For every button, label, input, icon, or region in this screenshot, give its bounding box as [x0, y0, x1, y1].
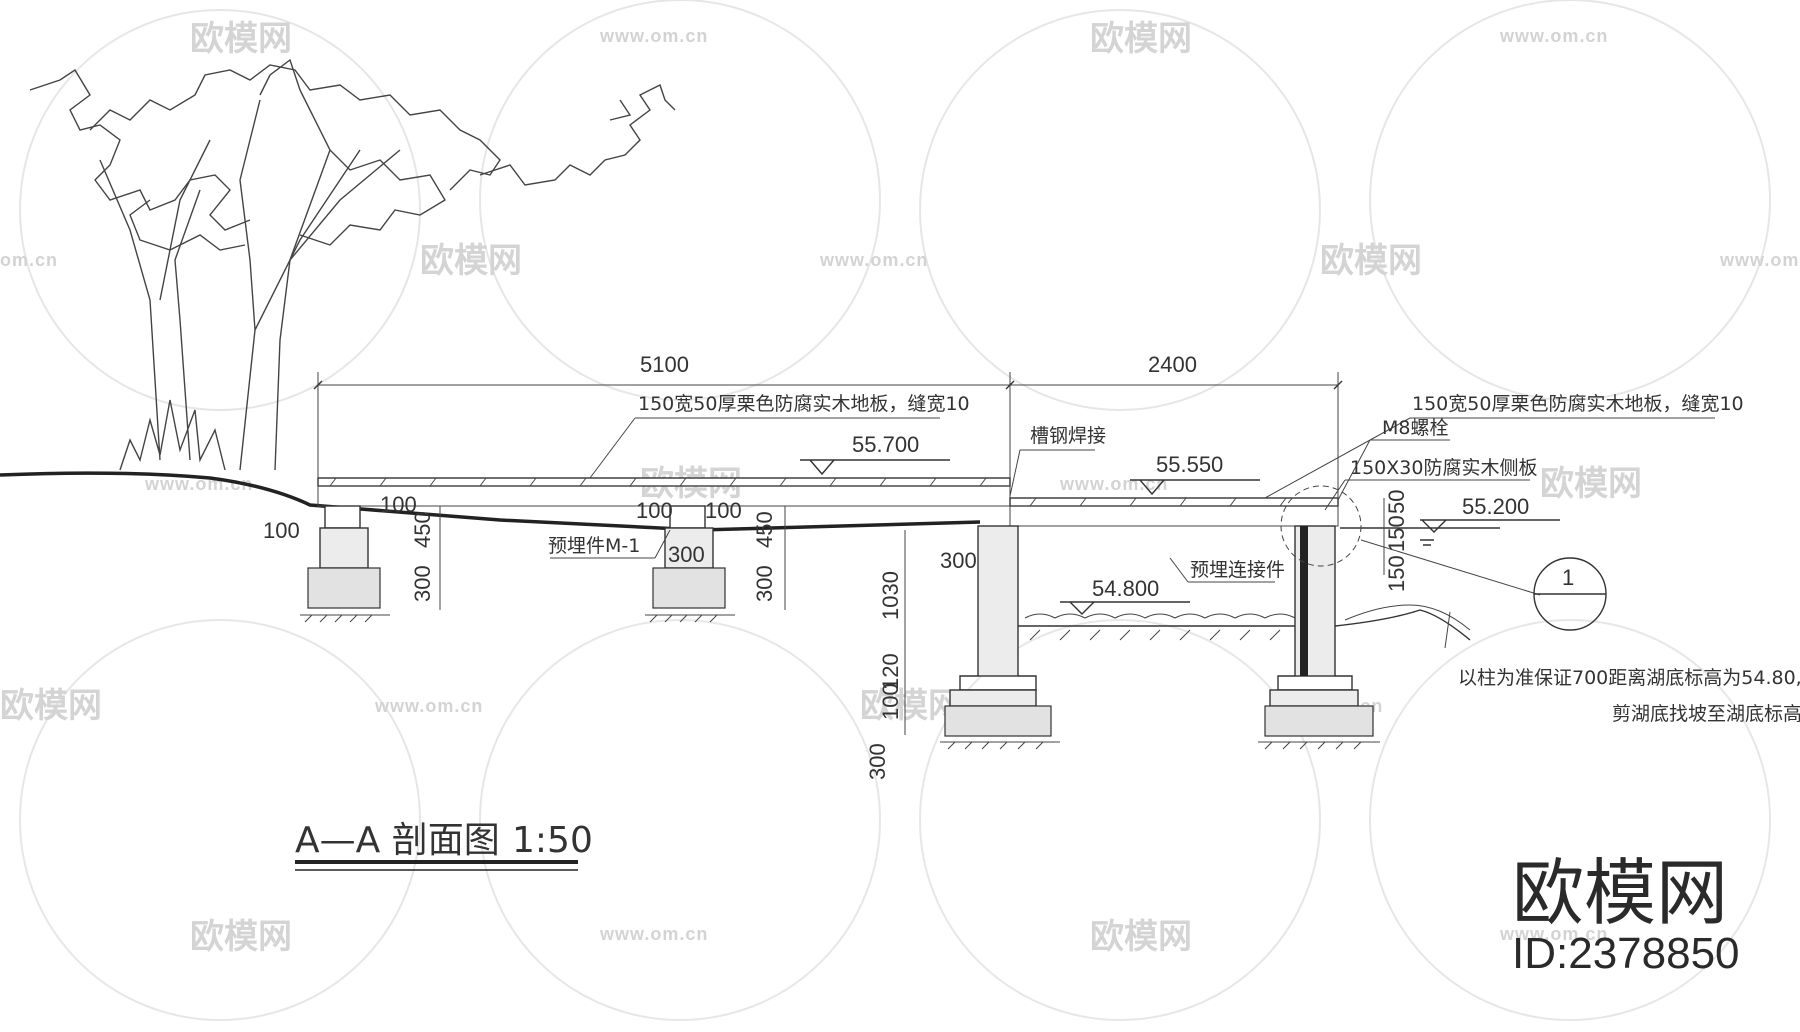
label-bolt: M8螺栓 — [1382, 417, 1448, 439]
watermark-brand: 欧模网 — [1320, 241, 1422, 281]
label-side-board: 150X30防腐实木侧板 — [1350, 457, 1537, 479]
pier-2 — [645, 505, 735, 623]
watermark-url: www.om.cn — [1719, 250, 1800, 270]
watermark-brand: 欧模网 — [0, 686, 102, 726]
label-board-right: 150宽50厚栗色防腐实木地板，缝宽10 — [1412, 393, 1744, 415]
watermark-url: www.om.cn — [1059, 474, 1168, 494]
ground-line — [0, 471, 981, 532]
elevation-lake-bed: 54.800 — [1092, 576, 1159, 601]
detail-callout — [1280, 485, 1607, 631]
watermark-brand: 欧模网 — [190, 19, 292, 59]
watermark-brand: 欧模网 — [190, 917, 292, 957]
watermark-brand: 欧模网 — [1090, 19, 1192, 59]
watermark-brand: 欧模网 — [420, 241, 522, 281]
label-board-left: 150宽50厚栗色防腐实木地板，缝宽10 — [638, 393, 970, 415]
deck-high — [317, 477, 1011, 507]
dim-300: 300 — [668, 542, 705, 567]
dim-450: 450 — [752, 511, 777, 548]
watermark-url: www.om.cn — [599, 26, 708, 46]
dim-100: 100 — [705, 498, 742, 523]
pier-1 — [300, 505, 390, 623]
elevation-water: 55.200 — [1462, 494, 1529, 519]
section-title: A—A 剖面图 1:50 — [295, 820, 593, 871]
deck-low — [1009, 497, 1339, 527]
watermark-brand: 欧模网 — [1540, 464, 1642, 504]
label-channel-weld: 槽钢焊接 — [1030, 425, 1106, 447]
dim-100: 100 — [263, 518, 300, 543]
water-level — [1340, 527, 1500, 546]
dim-120: 120 — [878, 653, 903, 690]
section-title-name: A—A 剖面图 — [295, 820, 500, 861]
dim-100-vertical: 100 — [878, 683, 903, 720]
dim-450: 450 — [410, 511, 435, 548]
watermark-url: www.om.cn — [819, 250, 928, 270]
detail-callout-number: 1 — [1562, 565, 1574, 590]
brand-id: ID:2378850 — [1512, 929, 1740, 978]
elevation-deck-low: 55.550 — [1156, 452, 1223, 477]
tree-illustration — [29, 58, 676, 471]
dim-300: 300 — [410, 565, 435, 602]
leader-lines — [550, 417, 1715, 649]
label-embed-m1: 预埋件M-1 — [548, 535, 640, 557]
pier-3 — [940, 525, 1060, 750]
dim-span-right: 2400 — [1148, 352, 1197, 377]
dim-150: 150 — [1384, 555, 1409, 592]
dim-1030: 1030 — [878, 571, 903, 620]
dim-300-vertical: 300 — [865, 743, 890, 780]
elevation-markers — [800, 459, 1560, 615]
dim-50: 50 — [1384, 490, 1409, 514]
watermark-brand: 欧模网 — [1090, 917, 1192, 957]
watermark-url: www.om.cn — [374, 696, 483, 716]
label-embed-connector: 预埋连接件 — [1190, 559, 1285, 581]
dim-300: 300 — [940, 548, 977, 573]
pier-4 — [1258, 525, 1380, 750]
dim-150: 150 — [1384, 515, 1409, 552]
elevation-deck-high: 55.700 — [852, 432, 919, 457]
dim-span-left: 5100 — [640, 352, 689, 377]
watermark-url: www.om.cn — [1499, 924, 1608, 944]
dimension-lines — [313, 372, 1385, 735]
watermark-url: www.om.cn — [599, 924, 708, 944]
watermark-url: om.cn — [0, 250, 58, 270]
brand-logo-text: 欧模网 — [1512, 851, 1728, 935]
watermark-url: www.om.cn — [1499, 26, 1608, 46]
label-note-line2: 剪湖底找坡至湖底标高 — [1612, 703, 1800, 725]
label-note-line1: 以柱为准保证700距离湖底标高为54.80, — [1458, 667, 1800, 689]
dim-300: 300 — [752, 565, 777, 602]
dim-100: 100 — [380, 492, 417, 517]
dim-100: 100 — [636, 498, 673, 523]
lake-bed — [1018, 604, 1471, 641]
section-title-scale: 1:50 — [512, 820, 593, 861]
